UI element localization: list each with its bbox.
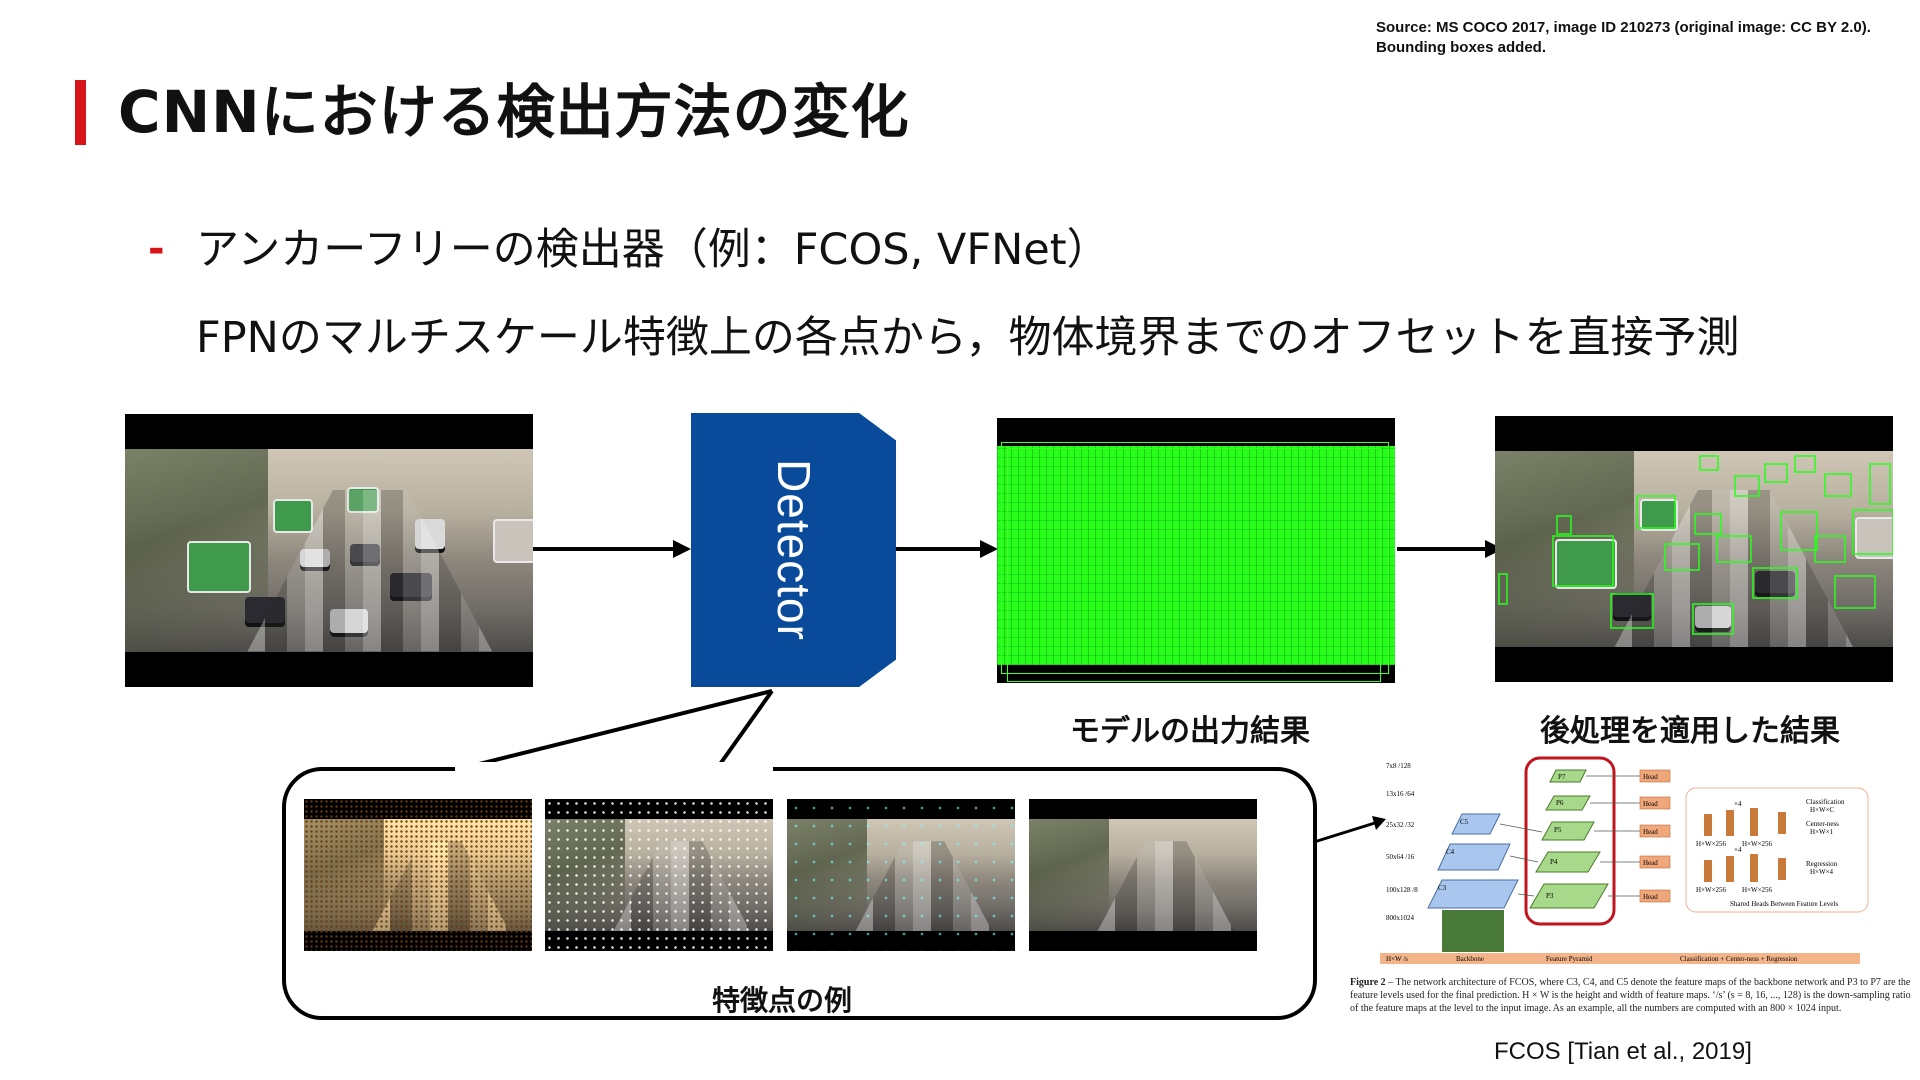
detection-boxes [1498, 455, 1893, 635]
head-label-5: Head [1643, 893, 1658, 901]
model-output-image [997, 418, 1395, 683]
head-label-2: Head [1643, 800, 1658, 808]
fcos-citation: FCOS [Tian et al., 2019] [1494, 1038, 1752, 1065]
pyramid-highlight [1524, 756, 1616, 926]
bar-heads: Classification + Center-ness + Regressio… [1680, 955, 1798, 963]
fcos-caption-text: – The network architecture of FCOS, wher… [1350, 977, 1911, 1014]
shared-heads-label: Shared Heads Between Feature Levels [1730, 900, 1838, 908]
c5-label: C5 [1460, 818, 1469, 826]
detector-block [691, 413, 896, 687]
arrow-input-to-detector [533, 547, 677, 551]
bar-hw: H×W /s [1386, 955, 1408, 963]
input-image [125, 414, 533, 687]
arrow-head-1 [673, 540, 691, 558]
feature-map-2 [545, 799, 773, 951]
head-label-4: Head [1643, 859, 1658, 867]
level-label-2: 25x32 /32 [1386, 821, 1415, 829]
title-accent-bar [75, 80, 86, 145]
head-label-1: Head [1643, 773, 1658, 781]
x4-label-1: ×4 [1734, 800, 1742, 808]
arrow-output-to-postprocess [1397, 547, 1489, 551]
p4-label: P4 [1550, 858, 1558, 866]
level-label-3: 50x64 /16 [1386, 853, 1415, 861]
model-output-caption: モデルの出力結果 [1070, 714, 1310, 749]
head-label-3: Head [1643, 828, 1658, 836]
postprocessed-image [1495, 416, 1893, 682]
arrow-detector-to-output [896, 547, 984, 551]
feature-map-4 [1029, 799, 1257, 951]
input-thumbnail [1442, 910, 1504, 952]
p3-label: P3 [1546, 892, 1554, 900]
bullet-subline: FPNのマルチスケール特徴上の各点から，物体境界までのオフセットを直接予測 [196, 313, 1740, 363]
fcos-figure-caption: Figure 2 – The network architecture of F… [1350, 976, 1920, 1015]
p6-label: P6 [1556, 799, 1564, 807]
source-line-2: Bounding boxes added. [1376, 39, 1547, 56]
c4-label: C4 [1446, 848, 1455, 856]
arrow-to-fcos [1313, 816, 1386, 844]
detector-label-wrap: Detector [691, 413, 896, 687]
dim256-3: H×W×256 [1696, 886, 1727, 894]
dim256-1: H×W×256 [1696, 840, 1727, 848]
feature-caption: 特徴点の例 [712, 984, 853, 1017]
feature-map-1 [304, 799, 532, 951]
level-label-5: 800x1024 [1386, 914, 1415, 922]
x4-label-2: ×4 [1734, 846, 1742, 854]
arrow-head-2 [980, 540, 998, 558]
classification-label: Classification [1806, 798, 1845, 806]
fcos-bottom-bar [1380, 953, 1860, 964]
regression-label: Regression [1806, 860, 1838, 868]
dense-bounding-boxes [997, 446, 1395, 665]
p7-label: P7 [1558, 773, 1566, 781]
classification-dim: H×W×C [1810, 806, 1835, 814]
detector-label: Detector [767, 459, 820, 641]
bar-backbone: Backbone [1456, 955, 1484, 963]
bullet-text: アンカーフリーの検出器（例：FCOS, VFNet） [196, 225, 1110, 275]
fcos-architecture-figure: 7x8 /128 13x16 /64 25x32 /32 50x64 /16 1… [1350, 756, 1920, 1015]
centerness-dim: H×W×1 [1810, 828, 1834, 836]
bullet-dash: - [148, 226, 165, 272]
slide-title: CNNにおける検出方法の変化 [118, 78, 910, 146]
postprocess-caption: 後処理を適用した結果 [1540, 714, 1840, 749]
feature-map-3 [787, 799, 1015, 951]
c3-label: C3 [1438, 884, 1447, 892]
level-label-0: 7x8 /128 [1386, 762, 1411, 770]
level-label-1: 13x16 /64 [1386, 790, 1415, 798]
source-line-1: Source: MS COCO 2017, image ID 210273 (o… [1376, 19, 1871, 36]
bubble-pointer-mask [455, 762, 773, 774]
dim256-4: H×W×256 [1742, 886, 1773, 894]
regression-dim: H×W×4 [1810, 868, 1834, 876]
dim256-2: H×W×256 [1742, 840, 1773, 848]
level-label-4: 100x128 /8 [1386, 886, 1418, 894]
bar-pyramid: Feature Pyramid [1546, 955, 1593, 963]
p5-label: P5 [1554, 826, 1562, 834]
source-note: Source: MS COCO 2017, image ID 210273 (o… [1376, 18, 1916, 58]
fcos-caption-bold: Figure 2 [1350, 977, 1386, 988]
centerness-label: Center-ness [1806, 820, 1839, 828]
